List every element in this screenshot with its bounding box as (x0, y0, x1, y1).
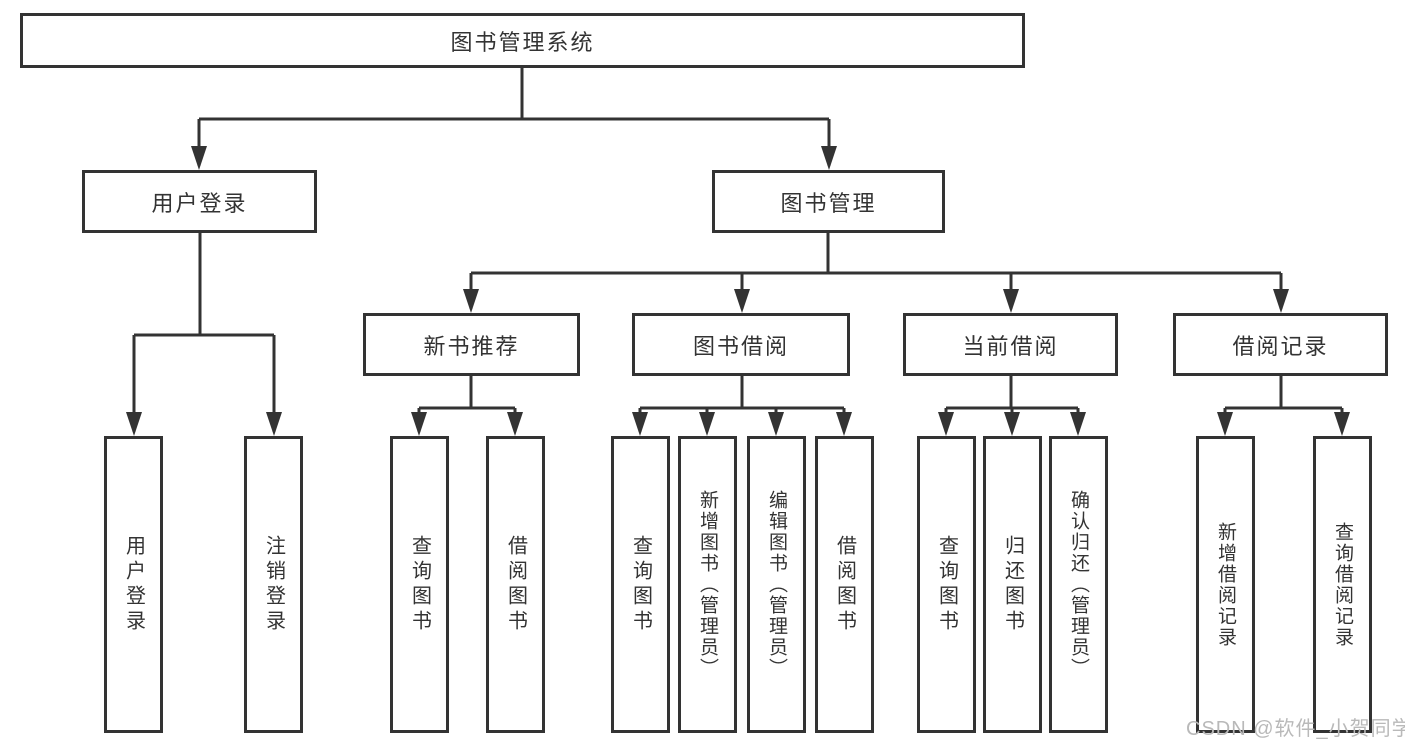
leaf-borrow-book-2: 借阅图书 (815, 436, 874, 733)
leaf-borrow-book-1: 借阅图书 (486, 436, 545, 733)
leaf-query-book-2: 查询图书 (611, 436, 670, 733)
arrowhead-icon (734, 289, 750, 313)
leaf-label: 查询借阅记录 (1332, 521, 1353, 648)
arrowhead-icon (1334, 412, 1350, 436)
connector-book-borrow-branch (632, 376, 852, 436)
arrowhead-icon (507, 412, 523, 436)
node-new-book-recommend: 新书推荐 (363, 313, 580, 376)
leaf-return-book: 归还图书 (983, 436, 1042, 733)
leaf-add-book-admin: 新增图书（管理员） (678, 436, 737, 733)
leaf-label: 归还图书 (1001, 534, 1024, 635)
node-book-borrow: 图书借阅 (632, 313, 850, 376)
leaf-query-book-3: 查询图书 (917, 436, 976, 733)
leaf-label: 新增借阅记录 (1215, 521, 1236, 648)
leaf-label: 查询图书 (408, 534, 431, 635)
arrowhead-icon (938, 412, 954, 436)
connector-root-to-level2 (191, 68, 837, 170)
node-user-login: 用户登录 (82, 170, 317, 233)
leaf-query-borrow-record: 查询借阅记录 (1313, 436, 1372, 733)
arrowhead-icon (699, 412, 715, 436)
arrowhead-icon (411, 412, 427, 436)
leaf-label: 编辑图书（管理员） (766, 490, 787, 679)
arrowhead-icon (1273, 289, 1289, 313)
arrowhead-icon (463, 289, 479, 313)
node-book-management: 图书管理 (712, 170, 945, 233)
leaf-label: 借阅图书 (833, 534, 856, 635)
arrowhead-icon (768, 412, 784, 436)
leaf-label: 用户登录 (122, 534, 145, 635)
arrowhead-icon (836, 412, 852, 436)
leaf-label: 新增图书（管理员） (697, 490, 718, 679)
leaf-user-login: 用户登录 (104, 436, 163, 733)
connector-current-borrow-branch (938, 376, 1086, 436)
arrowhead-icon (191, 146, 207, 170)
connector-borrow-record-branch (1217, 376, 1350, 436)
connector-user-login-branch (126, 233, 282, 436)
arrowhead-icon (1217, 412, 1233, 436)
arrowhead-icon (1003, 289, 1019, 313)
csdn-watermark: CSDN @软件_小贺同学 (1186, 718, 1405, 740)
leaf-label: 注销登录 (262, 534, 285, 635)
leaf-edit-book-admin: 编辑图书（管理员） (747, 436, 806, 733)
leaf-query-book-1: 查询图书 (390, 436, 449, 733)
leaf-label: 查询图书 (935, 534, 958, 635)
arrowhead-icon (821, 146, 837, 170)
leaf-confirm-return-admin: 确认归还（管理员） (1049, 436, 1108, 733)
leaf-label: 确认归还（管理员） (1068, 490, 1089, 679)
node-library-system: 图书管理系统 (20, 13, 1025, 68)
leaf-logout: 注销登录 (244, 436, 303, 733)
leaf-label: 查询图书 (629, 534, 652, 635)
connector-book-mgmt-branch (463, 233, 1289, 313)
arrowhead-icon (1070, 412, 1086, 436)
node-current-borrow: 当前借阅 (903, 313, 1118, 376)
arrowhead-icon (126, 412, 142, 436)
arrowhead-icon (632, 412, 648, 436)
leaf-add-borrow-record: 新增借阅记录 (1196, 436, 1255, 733)
node-borrow-record: 借阅记录 (1173, 313, 1388, 376)
leaf-label: 借阅图书 (504, 534, 527, 635)
connector-new-book-branch (411, 376, 523, 436)
arrowhead-icon (266, 412, 282, 436)
arrowhead-icon (1004, 412, 1020, 436)
